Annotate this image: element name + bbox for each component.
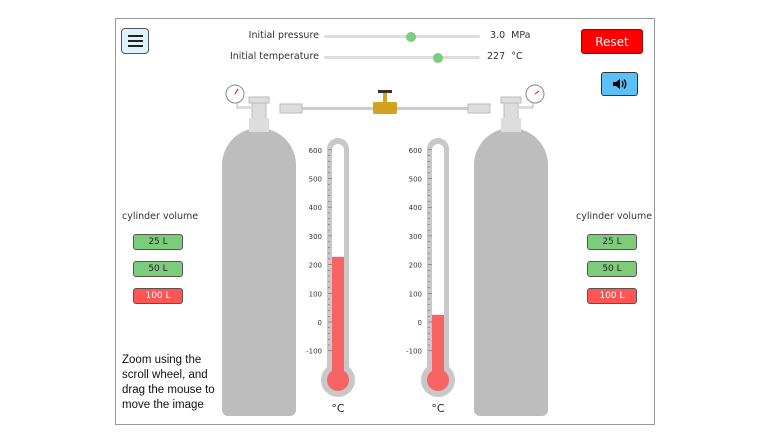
tick-label: 200 bbox=[409, 262, 422, 270]
left-pressure-gauge bbox=[225, 84, 245, 104]
tick-label: -100 bbox=[406, 348, 422, 356]
simulation-frame bbox=[115, 18, 655, 425]
pressure-value: 3.0 MPa bbox=[490, 30, 531, 41]
tick-label: 300 bbox=[409, 233, 422, 241]
instructions-text: Zoom using the scroll wheel, and drag th… bbox=[122, 354, 215, 411]
temperature-value: 227 °C bbox=[487, 51, 523, 62]
tick-label: 100 bbox=[309, 290, 322, 298]
tick-label: 300 bbox=[309, 233, 322, 241]
temperature-label: Initial temperature bbox=[229, 51, 319, 62]
right-cylinder-neck bbox=[501, 118, 521, 132]
tick-label: 500 bbox=[409, 176, 422, 184]
left-thermometer-unit: °C bbox=[331, 402, 345, 415]
temperature-slider[interactable] bbox=[324, 52, 480, 63]
sound-button[interactable] bbox=[601, 72, 638, 96]
left-volume-100l-button[interactable]: 100 L bbox=[133, 288, 183, 304]
right-volume-title: cylinder volume bbox=[576, 211, 653, 222]
right-thermometer-fill bbox=[432, 314, 444, 380]
tick-label: 600 bbox=[309, 147, 322, 155]
reset-button[interactable]: Reset bbox=[581, 29, 643, 54]
left-volume-50l-button[interactable]: 50 L bbox=[133, 261, 183, 277]
tick-label: 100 bbox=[409, 290, 422, 298]
thermometers: 600 500 400 300 200 100 0 -100 °C 600 500 400 300 200… bbox=[306, 138, 455, 415]
left-volume-25l-button[interactable]: 25 L bbox=[133, 234, 183, 250]
right-thermometer-bulb bbox=[427, 369, 449, 391]
tick-label: -100 bbox=[306, 348, 322, 356]
right-thermometer-unit: °C bbox=[431, 402, 445, 415]
speaker-icon bbox=[612, 79, 626, 89]
tick-label: 200 bbox=[309, 262, 322, 270]
pressure-slider-thumb[interactable] bbox=[406, 31, 417, 42]
left-thermometer-bulb bbox=[327, 369, 349, 391]
right-thermometer: 600 500 400 300 200 100 0 -100 °C bbox=[406, 138, 455, 415]
pressure-label: Initial pressure bbox=[248, 30, 319, 41]
tick-label: 0 bbox=[418, 319, 422, 327]
tick-label: 500 bbox=[309, 176, 322, 184]
right-cylinder bbox=[474, 128, 548, 416]
left-thermometer: 600 500 400 300 200 100 0 -100 °C bbox=[306, 138, 355, 415]
menu-button[interactable] bbox=[121, 28, 149, 54]
right-volume-25l-button[interactable]: 25 L bbox=[587, 234, 637, 250]
pressure-slider[interactable] bbox=[324, 31, 480, 42]
tick-label: 400 bbox=[309, 204, 322, 212]
left-cylinder-neck bbox=[249, 118, 269, 132]
left-thermometer-fill bbox=[332, 256, 344, 380]
right-volume-100l-button[interactable]: 100 L bbox=[587, 288, 637, 304]
right-volume-50l-button[interactable]: 50 L bbox=[587, 261, 637, 277]
left-cylinder bbox=[222, 128, 296, 416]
left-volume-title: cylinder volume bbox=[122, 211, 199, 222]
tick-label: 400 bbox=[409, 204, 422, 212]
tick-label: 600 bbox=[409, 147, 422, 155]
right-pressure-gauge bbox=[525, 84, 545, 104]
tick-label: 0 bbox=[318, 319, 322, 327]
temperature-slider-thumb[interactable] bbox=[432, 52, 443, 63]
